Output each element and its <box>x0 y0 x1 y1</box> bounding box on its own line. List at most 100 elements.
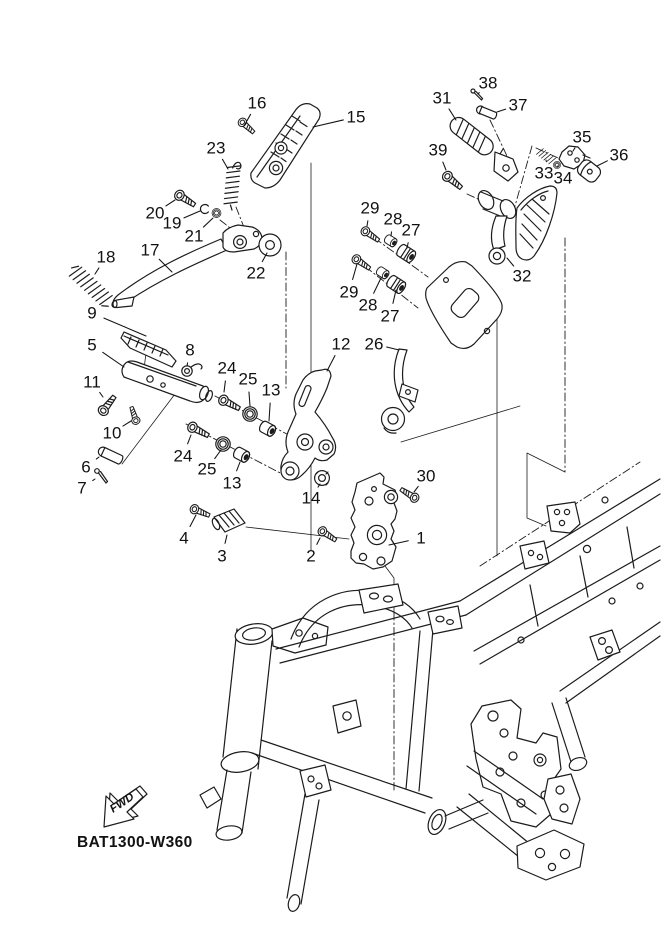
part-13-collar-lower <box>231 445 252 465</box>
callout-label-5: 5 <box>87 336 96 355</box>
part-35-detent-plate <box>558 145 591 170</box>
part-3-damper-block <box>211 508 246 533</box>
motorcycle-frame <box>199 478 661 912</box>
leader-line-5 <box>102 351 125 368</box>
leader-line-6 <box>95 456 100 460</box>
callout-label-17: 17 <box>141 241 160 260</box>
callout-label-28: 28 <box>384 210 403 229</box>
leader-line-26 <box>386 346 400 351</box>
callout-label-29: 29 <box>340 283 359 302</box>
callout-label-15: 15 <box>347 108 366 127</box>
callout-label-24: 24 <box>174 447 193 466</box>
leader-line-39 <box>442 161 447 171</box>
part-23-spring <box>223 161 242 211</box>
callout-label-13: 13 <box>262 381 281 400</box>
callout-label-1: 1 <box>416 529 425 548</box>
callout-label-8: 8 <box>185 341 194 360</box>
leader-line-24 <box>223 380 226 393</box>
leader-line-20 <box>165 199 176 207</box>
callout-label-25: 25 <box>198 460 217 479</box>
callout-label-27: 27 <box>402 221 421 240</box>
leader-line-25 <box>248 391 251 407</box>
part-33-spring <box>536 148 556 165</box>
leader-line-35 <box>572 147 576 152</box>
part-7-cotter-pin <box>94 468 109 484</box>
callout-label-26: 26 <box>365 335 384 354</box>
leader-line-3 <box>224 534 228 544</box>
leader-line-7 <box>92 478 96 482</box>
callout-label-36: 36 <box>610 146 629 165</box>
part-22-washer <box>258 233 282 257</box>
leader-line-9 <box>103 317 147 337</box>
part-32-footrest-bracket <box>477 185 558 265</box>
leader-line-4 <box>189 514 197 527</box>
leader-line-22 <box>261 252 268 263</box>
part-4-bolt <box>188 502 212 521</box>
leader-line-11 <box>99 391 104 398</box>
part-38-cotter-pin <box>470 88 484 101</box>
leader-line-24 <box>187 434 192 445</box>
leader-line-12 <box>326 355 336 372</box>
part-15-footrest-plate <box>250 103 321 189</box>
callout-label-19: 19 <box>163 214 182 233</box>
part-19-snap-ring <box>199 203 209 215</box>
part-1-bracket <box>350 472 399 570</box>
part-26-footrest-hanger <box>380 260 503 434</box>
leader-line-17 <box>158 258 173 273</box>
leader-line-21 <box>202 217 214 228</box>
leader-line-23 <box>221 158 229 170</box>
callout-label-31: 31 <box>433 89 452 108</box>
fwd-arrow-icon <box>103 788 144 828</box>
part-18-spring <box>68 265 113 307</box>
leader-line-10 <box>122 420 132 427</box>
leader-line-27 <box>406 242 409 249</box>
callout-label-21: 21 <box>185 227 204 246</box>
part-20-bolt <box>172 187 198 211</box>
part-13-collar-upper <box>257 419 278 439</box>
callout-label-16: 16 <box>248 94 267 113</box>
callout-label-33: 33 <box>535 164 554 183</box>
part-6-pin <box>97 446 124 465</box>
part-24-bolt-upper <box>216 392 243 414</box>
callout-label-32: 32 <box>513 267 532 286</box>
callout-label-18: 18 <box>97 248 116 267</box>
callout-label-29: 29 <box>361 199 380 218</box>
part-27-damper-upper <box>394 242 418 265</box>
callout-label-24: 24 <box>218 359 237 378</box>
callout-label-11: 11 <box>83 373 101 392</box>
callout-label-12: 12 <box>332 335 351 354</box>
callout-label-9: 9 <box>87 304 96 323</box>
callout-label-28: 28 <box>359 296 378 315</box>
part-39-bolt <box>439 168 466 193</box>
callout-label-34: 34 <box>554 169 573 188</box>
part-28-collar-lower <box>374 265 391 281</box>
callout-label-35: 35 <box>573 128 592 147</box>
leader-line-15 <box>312 119 344 128</box>
leader-line-38 <box>477 92 480 95</box>
leader-line-13 <box>268 402 271 422</box>
callout-label-30: 30 <box>417 467 436 486</box>
part-12-linkage-bracket <box>280 368 337 481</box>
part-8-clip-nut <box>181 363 203 377</box>
part-21-washer <box>211 208 222 218</box>
leader-line-37 <box>496 108 507 113</box>
callout-label-13: 13 <box>223 474 242 493</box>
part-29-screw-lower <box>349 252 373 273</box>
part-25-washer-lower <box>215 436 231 452</box>
callout-label-23: 23 <box>207 139 226 158</box>
part-31-footrest <box>449 116 519 182</box>
leader-line-13 <box>236 461 241 472</box>
leader-line-31 <box>448 108 457 121</box>
part-36-cap <box>576 159 602 183</box>
leader-line-30 <box>413 485 419 493</box>
part-14-nut <box>314 470 331 487</box>
callout-label-10: 10 <box>103 424 122 443</box>
diagram-code: BAT1300-W360 <box>77 834 193 851</box>
leader-line-1 <box>388 540 409 546</box>
callout-label-2: 2 <box>306 547 315 566</box>
part-2-screw <box>315 524 339 545</box>
leader-line-2 <box>316 537 321 545</box>
